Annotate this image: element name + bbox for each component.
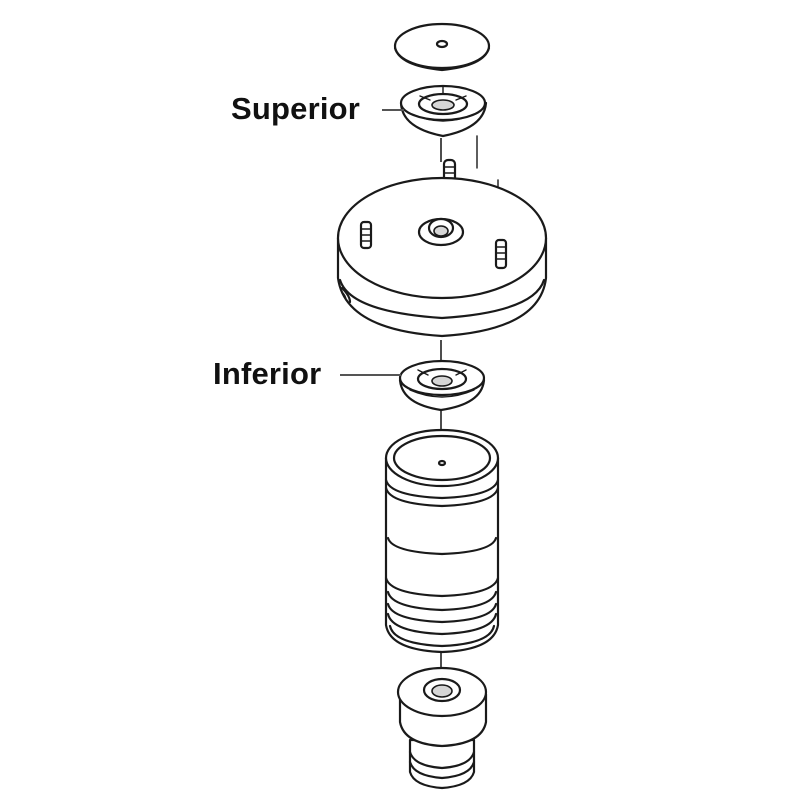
inferior-bushing [398, 359, 486, 412]
bump-stop [396, 666, 488, 790]
superior-bushing [399, 84, 488, 138]
inferior-label: Inferior [213, 356, 322, 391]
dust-boot [384, 428, 500, 654]
top-washer [393, 22, 491, 72]
top-mount-plate [336, 176, 548, 338]
superior-label: Superior [231, 91, 361, 126]
